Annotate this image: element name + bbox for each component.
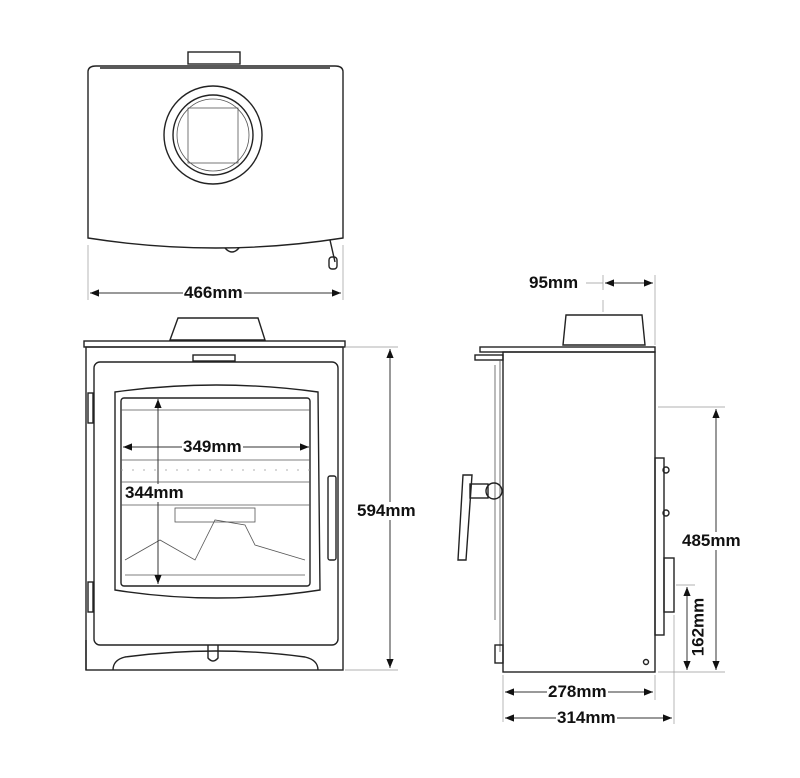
dim-glass-width: 349mm <box>182 437 243 456</box>
dim-top-width: 466mm <box>183 283 244 302</box>
side-view <box>457 275 725 724</box>
dim-body-depth: 278mm <box>547 682 608 701</box>
dim-overall-height: 594mm <box>356 501 417 520</box>
top-view <box>87 51 344 300</box>
front-view <box>83 317 398 671</box>
dim-air-inlet-height: 162mm <box>688 596 708 658</box>
dim-flue-offset: 95mm <box>528 273 580 292</box>
dim-overall-depth: 314mm <box>556 708 617 727</box>
dim-glass-height: 344mm <box>124 483 185 502</box>
dim-rear-outlet-height: 485mm <box>681 531 742 550</box>
